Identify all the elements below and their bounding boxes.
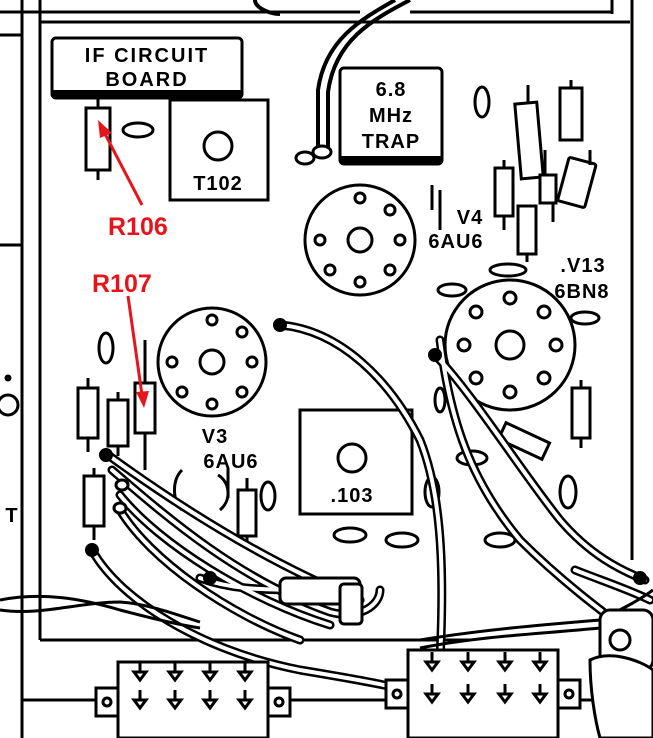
v3-type-label: 6AU6 — [203, 451, 258, 473]
tube-socket-v4 — [303, 183, 417, 297]
t102-label: T102 — [193, 173, 243, 195]
trap-label-line1: 6.8 — [376, 79, 407, 101]
edge-letter: T — [5, 505, 18, 527]
bottom-right-bulge — [588, 654, 653, 738]
v13-type-label: 6BN8 — [554, 281, 609, 303]
tube-socket-v13 — [443, 278, 577, 412]
transformer-t103: .103 — [298, 408, 414, 516]
trap-box-6-8mhz: 6.8 MHz TRAP — [338, 66, 444, 166]
callout-r107: R107 — [92, 270, 152, 408]
bottom-connector-left — [94, 660, 292, 738]
lead-terminal-ring — [311, 144, 333, 160]
r106-callout-label: R106 — [108, 213, 168, 241]
r107-arrowhead — [136, 391, 149, 408]
r106-arrowhead — [98, 120, 112, 138]
r107-callout-label: R107 — [92, 270, 152, 298]
v3-name-label: V3 — [202, 426, 228, 448]
r107-arrow-shaft — [126, 295, 144, 396]
v4-type-label: 6AU6 — [428, 231, 483, 253]
left-resistor-cluster — [76, 331, 277, 548]
wire-terminals — [85, 318, 647, 585]
tube-socket-v3 — [156, 306, 268, 418]
capacitor-oval — [121, 121, 155, 139]
callout-r106: R106 — [98, 120, 168, 241]
top-right-components — [430, 80, 601, 326]
if-circuit-board-label-box: IF CIRCUIT BOARD — [50, 36, 244, 100]
t103-label: .103 — [331, 485, 374, 507]
v4-name-label: V4 — [457, 207, 483, 229]
if-label-line1: IF CIRCUIT — [85, 45, 209, 67]
top-lead-wires — [253, 0, 411, 150]
trap-label-line3: TRAP — [362, 131, 420, 153]
transformer-t102: T102 — [168, 98, 270, 202]
twisted-pair-cable — [0, 588, 653, 650]
bottom-connector-right — [384, 648, 582, 738]
left-edge-marks — [0, 374, 20, 417]
r106-arrow-shaft — [101, 129, 144, 206]
v13-name-label: .V13 — [560, 255, 605, 277]
trap-label-line2: MHz — [369, 105, 413, 127]
lead-terminal-ring — [294, 150, 316, 166]
if-label-line2: BOARD — [105, 69, 188, 91]
